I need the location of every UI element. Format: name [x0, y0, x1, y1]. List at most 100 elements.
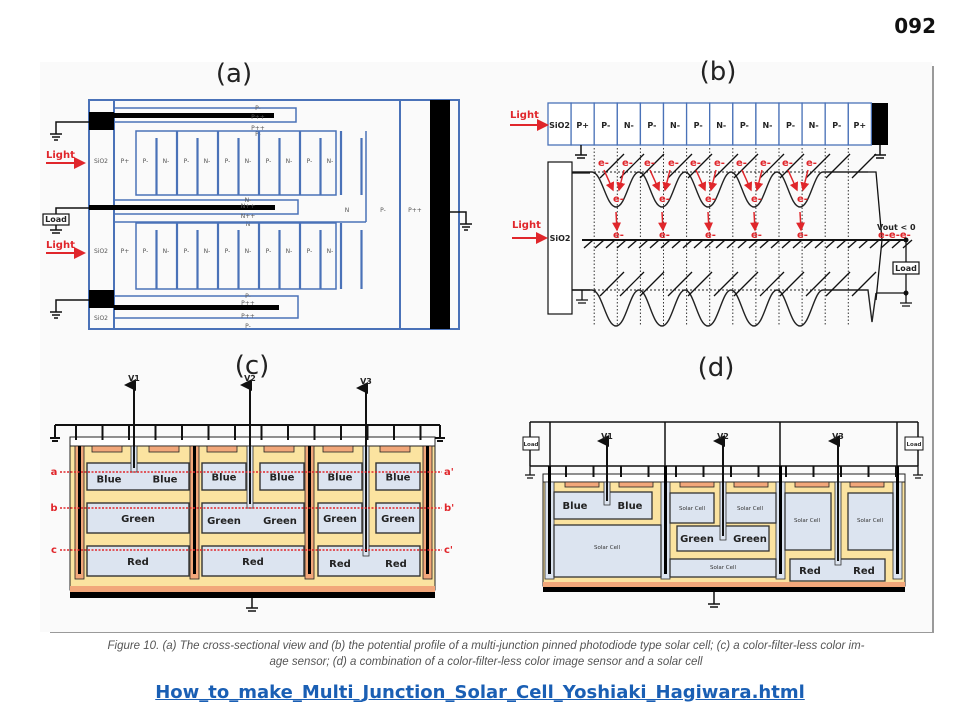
electron-label: e- — [797, 194, 808, 205]
color-label: Red — [242, 557, 264, 568]
layer-label: P++ — [251, 114, 265, 121]
oxide-label: SiO2 — [94, 158, 108, 165]
hatch-mark — [891, 239, 902, 249]
region-label: Red — [853, 566, 875, 577]
cut-label: a' — [444, 467, 454, 478]
layer-label: P+ — [854, 121, 867, 130]
layer-label: N- — [245, 158, 252, 165]
layer-label: P- — [184, 158, 190, 165]
light-label: Light — [510, 110, 539, 121]
region-label: P++ — [408, 207, 422, 214]
ground-icon — [50, 225, 62, 234]
electron-path-arrow — [741, 169, 753, 192]
band-line — [687, 153, 713, 179]
electron-path-arrow — [603, 169, 615, 192]
layer-label: P+ — [576, 121, 589, 130]
layer-label: P- — [266, 158, 272, 165]
electron-path-arrow — [695, 169, 707, 192]
ground-icon — [50, 424, 445, 442]
layer-label: P++ — [241, 300, 255, 307]
layer-label: N- — [245, 248, 252, 255]
light-label: Light — [512, 220, 541, 231]
ground-icon — [876, 292, 912, 307]
layer-label: P++ — [251, 125, 265, 132]
electron-path-arrow — [612, 211, 622, 232]
photodiode-region — [375, 462, 421, 491]
hatch-mark — [715, 239, 726, 249]
layer-label: N- — [163, 248, 170, 255]
layer-label: P- — [601, 121, 610, 130]
region-label: Red — [799, 566, 821, 577]
electrode-bar — [430, 100, 450, 329]
electron-label: e- — [714, 158, 725, 169]
contact-pad — [206, 445, 238, 453]
contact-pad — [379, 445, 411, 453]
oxide-label: SiO2 — [94, 315, 108, 322]
panel-d-label: (d) — [698, 353, 735, 383]
source-link[interactable]: How_to_make_Multi_Junction_Solar_Cell_Yo… — [155, 682, 805, 703]
color-label: Green — [263, 516, 297, 527]
layer-label: N- — [327, 248, 334, 255]
hatch-mark — [682, 239, 693, 249]
photodiode-region — [86, 545, 190, 577]
band-line — [851, 153, 877, 179]
electron-chain-label: e-e-e- — [878, 230, 911, 241]
region-label: Solar Cell — [679, 506, 706, 512]
layer-label: P- — [255, 105, 261, 112]
hatch-mark — [726, 239, 737, 249]
trench-electrode — [426, 446, 429, 574]
hatch-mark — [638, 239, 649, 249]
band-line — [825, 271, 851, 297]
hatch-mark — [649, 239, 660, 249]
ground-icon — [525, 466, 535, 479]
contact-pad — [794, 481, 830, 488]
hatch-mark — [880, 239, 891, 249]
photodiode-region — [201, 545, 305, 577]
voltage-label: V2 — [717, 432, 729, 441]
layer-label: N- — [163, 158, 170, 165]
region-label: Solar Cell — [857, 518, 884, 524]
load-box — [522, 436, 540, 451]
region-label: Blue — [563, 501, 588, 512]
electron-path-arrow — [754, 169, 764, 192]
electron-label: e- — [760, 158, 771, 169]
caption-line: Figure 10. (a) The cross-sectional view … — [107, 640, 865, 652]
contact-pad — [322, 445, 354, 453]
band-line — [713, 153, 739, 179]
light-label: Light — [46, 150, 75, 161]
ground-icon — [874, 145, 886, 159]
light-label: Light — [46, 240, 75, 251]
hatch-mark — [814, 239, 825, 249]
ground-icon — [50, 299, 89, 319]
caption-line: age sensor; (d) a combination of a color… — [269, 656, 703, 668]
electrode-bar — [872, 103, 888, 145]
hatch-mark — [759, 239, 770, 249]
cut-label: c — [51, 545, 57, 556]
load-box — [904, 436, 924, 451]
region-label: Green — [680, 534, 714, 545]
cut-label: a — [51, 467, 58, 478]
band-line — [825, 153, 851, 179]
region-label: Green — [733, 534, 767, 545]
band-line — [639, 153, 665, 179]
voltage-label: V1 — [128, 374, 140, 383]
vout-label: Vout < 0 — [877, 223, 916, 232]
layer-label: N- — [286, 248, 293, 255]
color-label: Green — [207, 516, 241, 527]
electron-path-arrow — [708, 169, 718, 192]
layer-label: N- — [327, 158, 334, 165]
electron-label: e- — [751, 194, 762, 205]
layer-label: N- — [624, 121, 634, 130]
layer-label: P+ — [121, 158, 130, 165]
hatch-mark — [792, 239, 803, 249]
solar-cell-region — [847, 492, 894, 551]
potential-curve — [572, 171, 868, 208]
hatch-mark — [605, 239, 616, 249]
layer-label: P+ — [121, 248, 130, 255]
hatch-mark — [660, 239, 671, 249]
panel-b-label: (b) — [700, 57, 737, 87]
contact-pad — [733, 481, 769, 488]
